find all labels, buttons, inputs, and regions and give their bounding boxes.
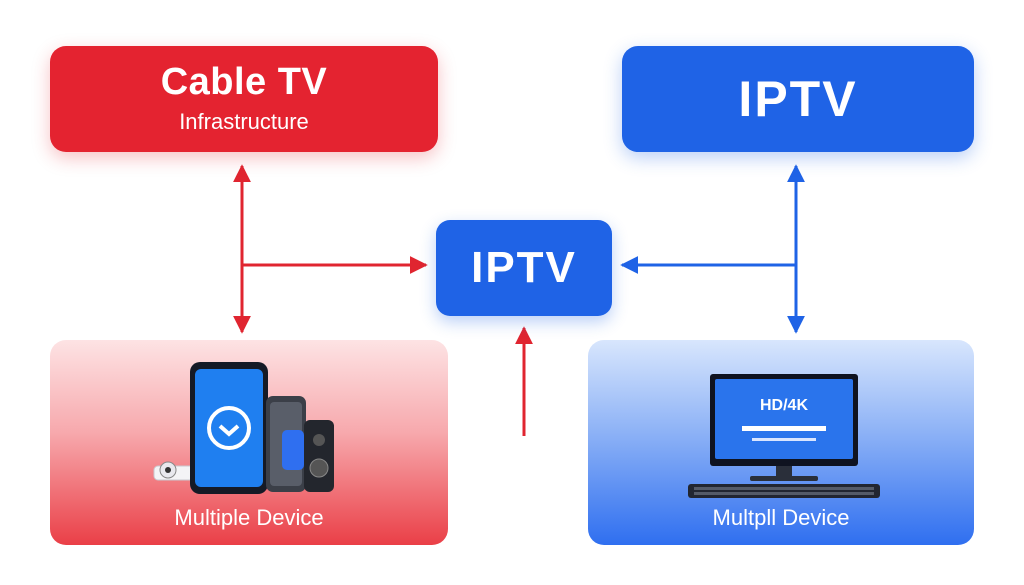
cable-tv-subtitle: Infrastructure	[179, 109, 309, 134]
computer-monitor-icon: HD/4K	[710, 374, 858, 481]
left-devices-panel: Multiple Device	[50, 340, 448, 545]
right-panel-label: Multpll Device	[712, 505, 850, 530]
keyboard-icon	[688, 484, 880, 498]
cable-tv-box: Cable TV Infrastructure	[50, 46, 438, 152]
screen-text: HD/4K	[760, 397, 808, 414]
right-devices-panel: HD/4K Multpll Device	[588, 340, 974, 545]
device-stack-icon	[266, 396, 334, 492]
left-panel-label: Multiple Device	[174, 505, 324, 530]
iptv-center-box: IPTV	[436, 220, 612, 316]
iptv-top-title: IPTV	[738, 71, 858, 127]
smartphone-icon	[190, 362, 268, 494]
iptv-top-box: IPTV	[622, 46, 974, 152]
camera-icon	[159, 461, 177, 479]
cable-tv-title: Cable TV	[160, 61, 328, 103]
device-illustration	[153, 362, 334, 494]
iptv-center-title: IPTV	[471, 243, 577, 292]
computer-illustration: HD/4K	[688, 374, 880, 498]
